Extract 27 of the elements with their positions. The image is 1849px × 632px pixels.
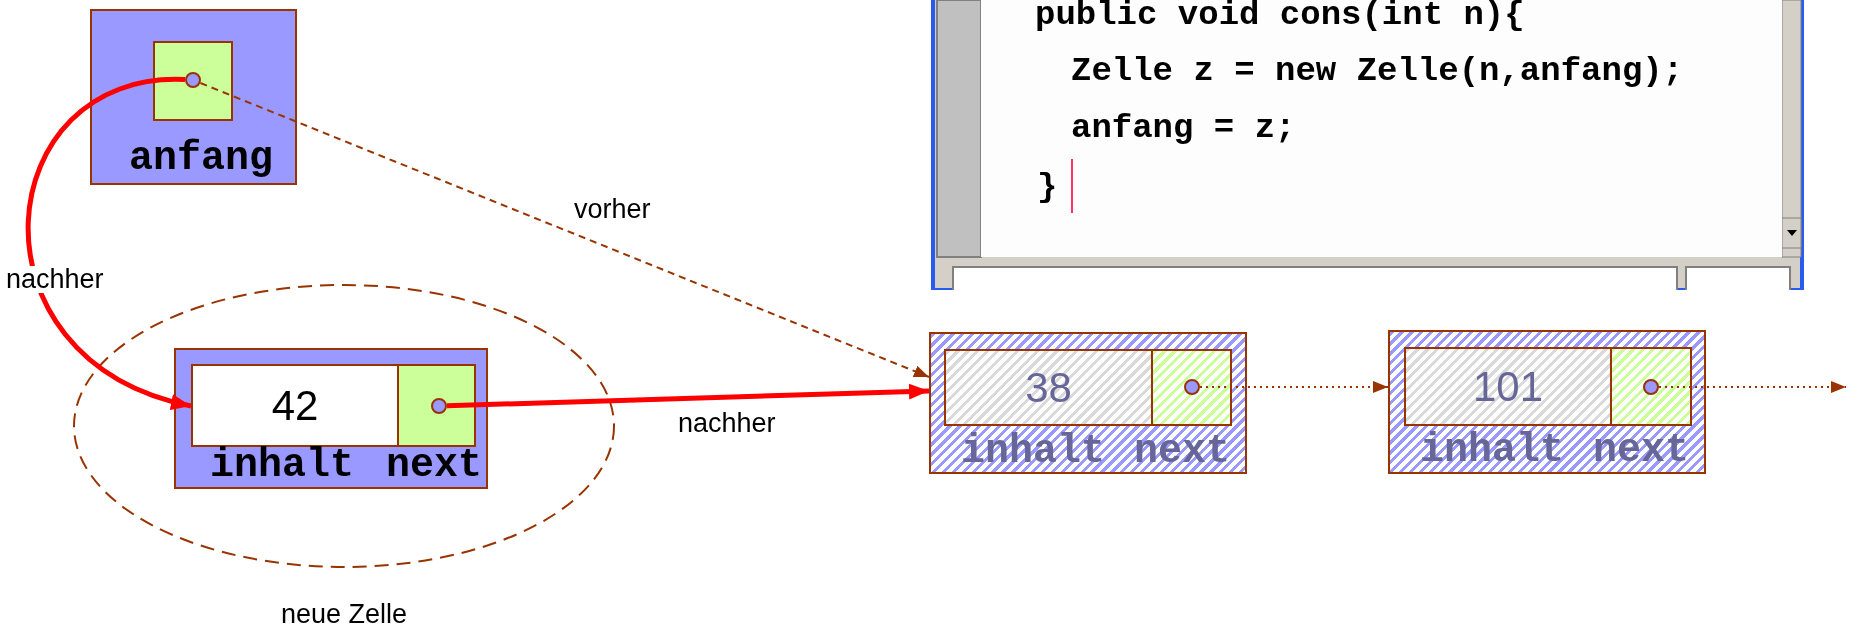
cell-value: 101 [1472, 365, 1544, 408]
variable-name: anfang [129, 139, 274, 179]
pointer-field [1610, 347, 1692, 426]
arrow [446, 383, 930, 409]
pointer-field [397, 364, 476, 447]
variable-box [90, 9, 297, 185]
cell-value: 42 [271, 384, 319, 427]
code-editor [981, 0, 1782, 257]
value-field [191, 364, 399, 447]
code-line: } [1037, 170, 1058, 204]
code-line: anfang = z; [1071, 111, 1296, 145]
cell-box [1388, 330, 1706, 474]
field-label: next [386, 446, 482, 486]
cell-box [929, 332, 1247, 474]
edge-label: nachher [4, 266, 106, 293]
pointer-field [153, 41, 233, 121]
value-field [1404, 347, 1612, 426]
arrow [25, 77, 192, 409]
field-label: inhalt [210, 446, 355, 486]
value-field [944, 349, 1153, 426]
group-caption: neue Zelle [279, 601, 409, 628]
arrow [199, 82, 930, 378]
cell-box [174, 348, 488, 489]
cell-value: 38 [1025, 366, 1072, 409]
pointer-field [1151, 349, 1232, 426]
code-line: public void cons(int n){ [1035, 0, 1525, 32]
code-line: Zelle z = new Zelle(n,anfang); [1071, 54, 1684, 88]
